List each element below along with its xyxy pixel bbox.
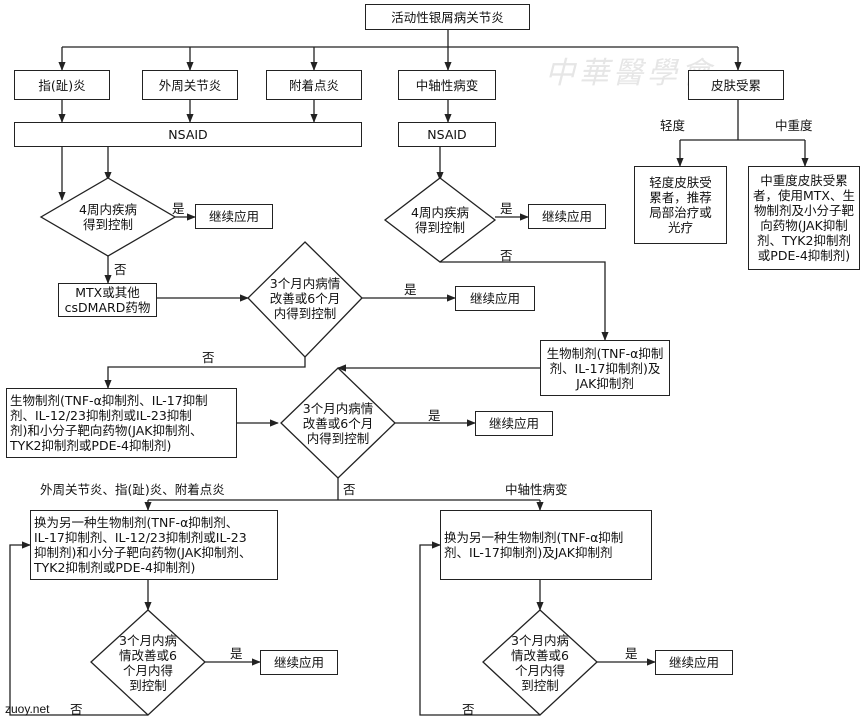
yes-label: 是 [625,646,638,661]
decision-3-month-b: 3个月内病情 改善或6个月 内得到控制 [302,400,374,446]
decision-diamond [90,609,206,716]
decision-3-month-d: 3个月内病 情改善或6 个月内得 到控制 [511,633,569,693]
decision-diamond [280,367,396,479]
decision-4-week-peripheral: 4周内疾病 得到控制 [79,202,137,232]
yes-label: 是 [428,408,441,423]
nsaid-box-axial: NSAID [398,122,496,147]
decision-diamond [383,177,497,263]
switch-biologic-peripheral-box: 换为另一种生物制剂(TNF-α抑制剂、 IL-17抑制剂、IL-12/23抑制剂… [30,510,278,580]
watermark-logo: 中華醫學會 [545,56,715,91]
bottom-left-branch-label: 外周关节炎、指(趾)炎、附着点炎 [40,482,225,497]
nsaid-box-peripheral: NSAID [14,122,362,147]
switch-biologic-axial-box: 换为另一种生物制剂(TNF-α抑制 剂、IL-17抑制剂)及JAK抑制剂 [440,510,652,580]
decision-diamond [482,609,598,716]
footer-site-label: zuoy.net [5,702,50,716]
decision-3-month-c: 3个月内病 情改善或6 个月内得 到控制 [119,633,177,693]
no-label: 否 [202,350,215,365]
branch-axial: 中轴性病变 [398,70,496,100]
yes-label: 是 [172,201,185,216]
yes-label: 是 [500,201,513,216]
continue-box: 继续应用 [260,650,338,675]
decision-3-month-a: 3个月内病情 改善或6个月 内得到控制 [269,275,341,321]
yes-label: 是 [404,282,417,297]
bottom-right-branch-label: 中轴性病变 [505,482,568,497]
continue-box: 继续应用 [655,650,733,675]
mild-skin-box: 轻度皮肤受 累者，推荐 局部治疗或 光疗 [634,166,727,244]
no-label: 否 [343,482,356,497]
no-label: 否 [70,702,83,717]
continue-box: 继续应用 [528,204,606,229]
continue-box: 继续应用 [195,204,273,229]
decision-4-week-axial: 4周内疾病 得到控制 [411,205,469,235]
title-box: 活动性银屑病关节炎 [365,4,530,30]
moderate-skin-box: 中重度皮肤受累 者，使用MTX、生 物制剂及小分子靶 向药物(JAK抑制 剂、T… [748,166,860,270]
biologic-peripheral-box: 生物制剂(TNF-α抑制剂、IL-17抑制 剂、IL-12/23抑制剂或IL-2… [6,388,237,458]
decision-diamond [39,177,177,257]
moderate-severe-label: 中重度 [775,118,813,133]
continue-box: 继续应用 [475,411,553,436]
yes-label: 是 [230,646,243,661]
branch-enthesitis: 附着点炎 [266,70,362,100]
branch-dactylitis: 指(趾)炎 [14,70,110,100]
branch-skin: 皮肤受累 [688,70,784,100]
branch-peripheral-arthritis: 外周关节炎 [142,70,238,100]
mtx-box: MTX或其他 csDMARD药物 [58,283,157,317]
continue-box: 继续应用 [455,286,535,311]
no-label: 否 [114,262,127,277]
no-label: 否 [500,248,513,263]
no-label: 否 [462,702,475,717]
biologic-axial-box: 生物制剂(TNF-α抑制 剂、IL-17抑制剂)及 JAK抑制剂 [540,340,670,396]
mild-label: 轻度 [660,118,686,133]
decision-diamond [247,241,363,358]
